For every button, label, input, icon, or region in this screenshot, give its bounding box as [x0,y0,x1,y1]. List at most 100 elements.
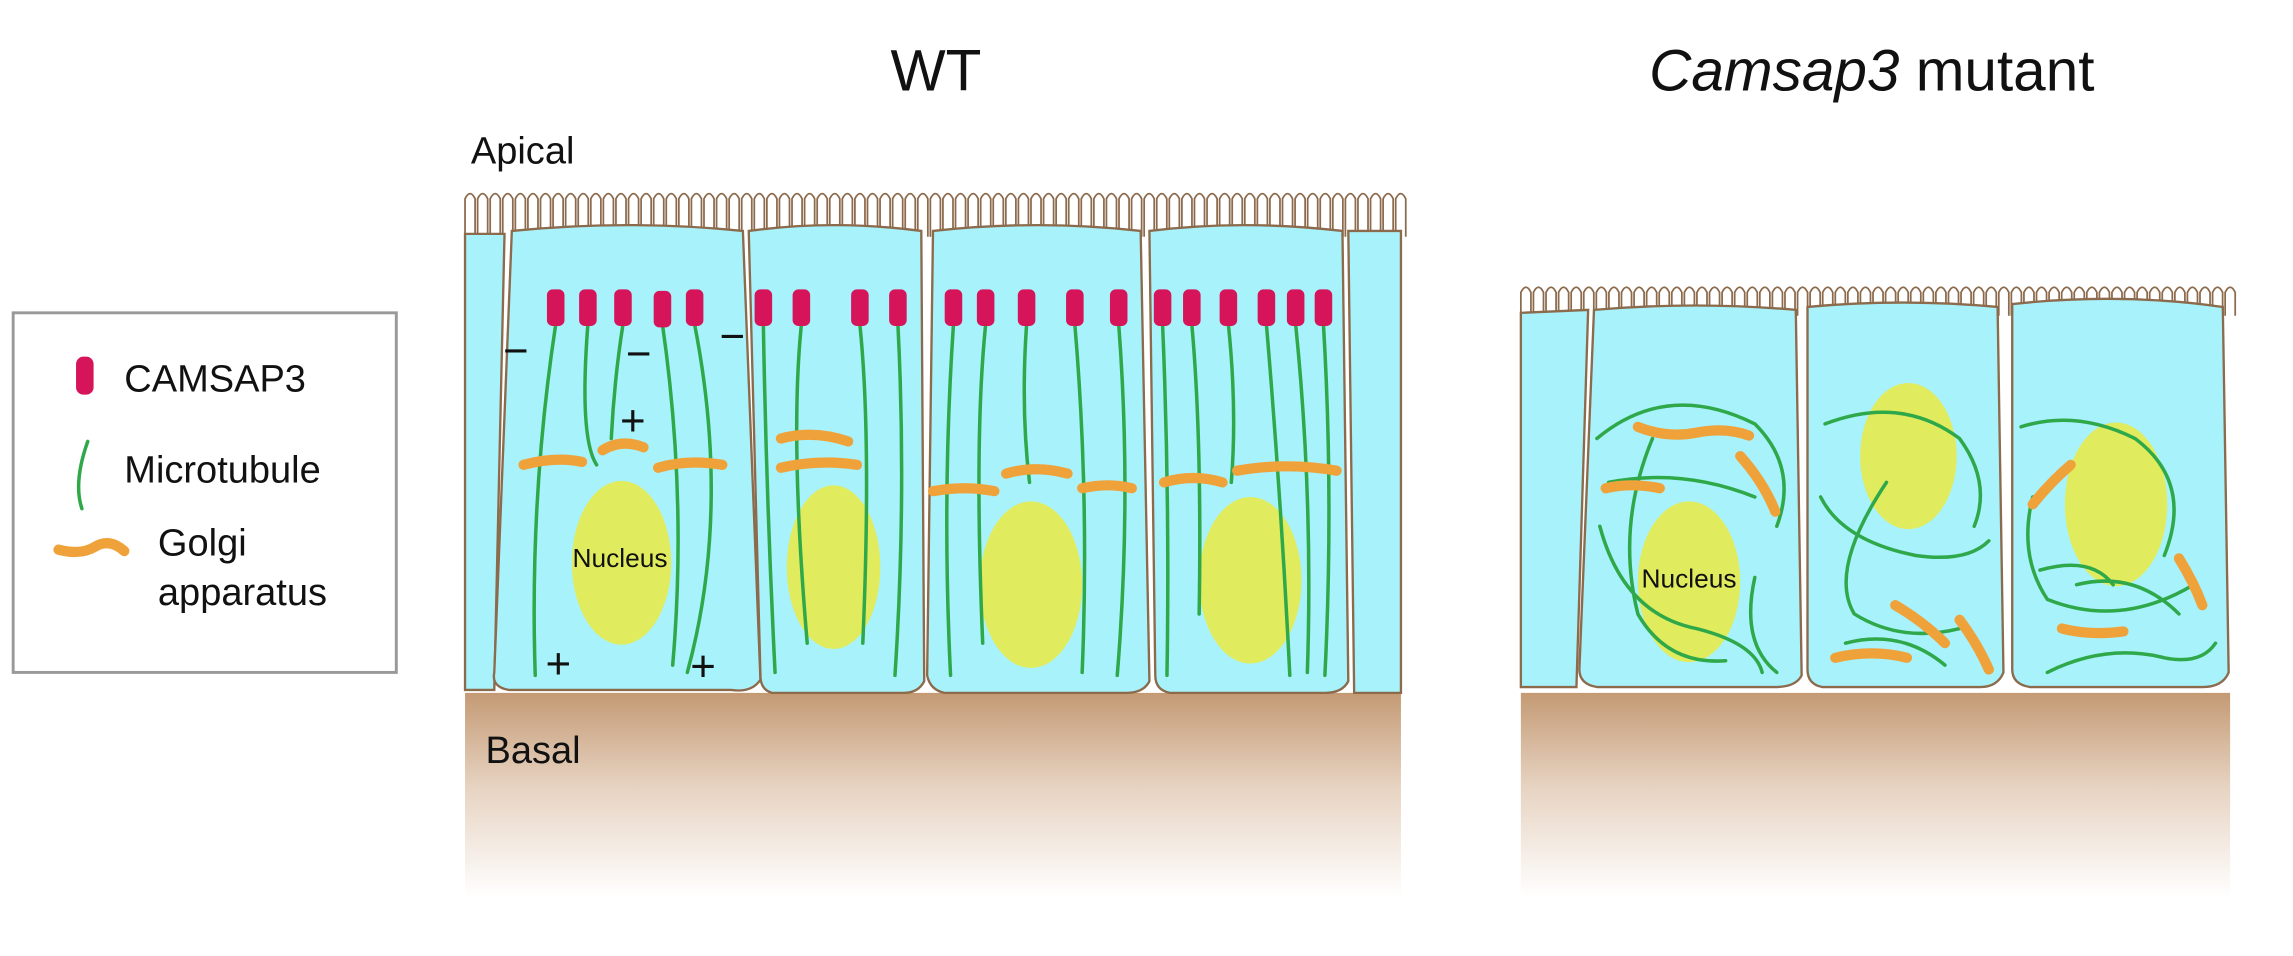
microvillus [1872,286,1884,316]
microvillus [828,192,841,237]
microvillus [1834,286,1847,316]
plus-end-sign: + [690,642,716,691]
microvillus [2111,286,2123,316]
microvillus [1570,286,1583,316]
camsap3 [1183,289,1201,326]
microvillus [1746,286,1759,316]
camsap3 [976,289,995,326]
microvillus [765,192,778,237]
microvillus [1092,192,1105,237]
basal-label: Basal [486,730,581,772]
nucleus [1860,382,1957,530]
microvillus [1004,192,1017,237]
microvillus [1557,286,1570,316]
microvillus [841,192,854,237]
microvillus [740,192,753,237]
microvillus [627,192,640,237]
plus-end-sign: + [545,639,571,688]
microvillus [1620,286,1633,316]
microvillus [1972,286,1985,316]
mutant-epithelium: Nucleus [1519,286,2237,898]
microvillus [1243,192,1256,237]
wt-cell-partial-left [463,232,506,692]
microvillus [1218,192,1231,237]
camsap3 [546,289,565,326]
microvillus [728,192,741,237]
mutant-suffix: mutant [1899,39,2094,104]
minus-end-sign: − [626,329,652,378]
wt-cell-1 [492,223,762,692]
mutant-nucleus-label: Nucleus [1642,564,1737,594]
microvillus [1519,286,1532,316]
mutant-golgi [1600,421,2208,675]
microvillus [992,192,1005,237]
minus-end-sign: − [719,312,745,361]
camsap3 [1314,289,1333,326]
microvillus [577,192,590,237]
camsap3 [1017,289,1036,326]
microvillus [816,192,829,237]
microvillus [2023,286,2035,316]
camsap3 [579,289,597,326]
wt-epithelium: Basal Nucleus [463,192,1407,898]
microvillus [1344,192,1357,237]
mutant-basal-membrane [1520,692,2231,898]
microvillus [501,192,514,237]
camsap3 [889,289,907,326]
microvillus [791,192,803,237]
microvillus [1206,192,1218,237]
microvillus [564,192,577,237]
nucleus [1637,501,1741,663]
microvillus [476,192,489,237]
microvillus [589,192,602,237]
microvillus [2211,286,2224,316]
nucleus [571,480,672,645]
legend-golgi-label-2: apparatus [158,572,327,614]
microvillus [1721,286,1734,316]
microvillus [2123,286,2136,316]
camsap3 [851,289,869,326]
microvillus [2010,286,2023,316]
microvillus [2224,286,2237,316]
microvillus [1369,192,1382,237]
microvillus [1935,286,1947,316]
microvillus [2048,286,2061,316]
camsap3 [1286,289,1305,326]
microvillus [967,192,980,237]
microvillus [979,192,992,237]
microvillus [854,192,866,237]
camsap3 [1257,289,1276,326]
microvillus [1771,286,1784,316]
microvillus [1608,286,1620,316]
apical-label: Apical [471,131,575,173]
microvillus [703,192,715,237]
microvillus [1645,286,1658,316]
mutant-nuclei [1637,382,2168,663]
microvillus [464,192,476,237]
camsap3 [653,290,672,328]
microvillus [866,192,879,237]
wt-nucleus-label: Nucleus [573,543,668,573]
microvillus [1633,286,1645,316]
microvillus [1696,286,1708,316]
microvillus [1947,286,1960,316]
microvillus [1683,286,1696,316]
microvillus [1294,192,1307,237]
microvillus [1985,286,1998,316]
wt-cell-partial-right [1347,229,1403,695]
microvillus [1256,192,1269,237]
microvillus [2035,286,2048,316]
microvillus [1130,192,1143,237]
microvillus [954,192,967,237]
microvillus [1143,192,1156,237]
camsap3 [1153,289,1172,326]
microvillus [1030,192,1042,237]
microvillus [879,192,891,237]
nucleus [786,485,881,650]
wt-microvilli [464,192,1407,237]
legend-microtubule-label: Microtubule [124,449,320,491]
microvillus [1331,192,1344,237]
microvillus [1909,286,1922,316]
minus-end-sign: − [503,326,529,375]
